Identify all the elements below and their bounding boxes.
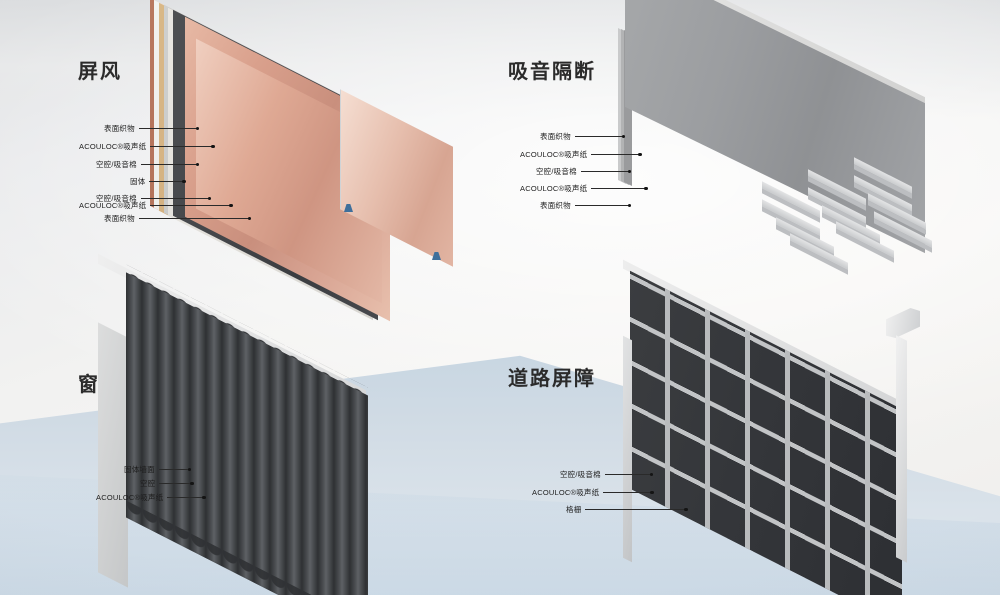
callout-partition-2: ACOULOC®吸声纸 <box>520 149 642 160</box>
barrier-frame-left <box>623 335 632 563</box>
callout-screen-5: 空腔/吸音棉 <box>96 193 212 204</box>
screen-foot-left-icon <box>344 204 353 212</box>
callout-screen-4-dot <box>182 179 186 184</box>
callout-barrier-2-leader <box>603 492 652 493</box>
callout-screen-3-leader <box>140 164 197 165</box>
callout-partition-5-dot <box>627 203 632 208</box>
callout-screen-4: 固体 <box>130 176 186 187</box>
callout-partition-3-leader <box>580 171 629 172</box>
panel-barrier-title: 道路屏障 <box>508 368 596 390</box>
callout-partition-3: 空腔/吸音棉 <box>536 166 632 177</box>
callout-partition-5-leader <box>574 205 629 206</box>
callout-screen-2-dot <box>211 144 215 149</box>
screen-foot-right-icon <box>432 252 441 260</box>
barrier-frame-right <box>896 335 907 563</box>
callout-partition-4-leader <box>591 188 646 189</box>
callout-barrier-3-text: 格栅 <box>566 505 582 514</box>
callout-screen-4-leader <box>149 181 184 182</box>
callout-screen-1-dot <box>195 126 200 131</box>
callout-screen-3: 空腔/吸音棉 <box>96 159 200 170</box>
callout-partition-4-text: ACOULOC®吸声纸 <box>520 184 588 193</box>
callout-barrier-1-dot <box>649 472 654 477</box>
callout-curtain-3: ACOULOC®吸声纸 <box>96 492 206 503</box>
callout-screen-7-dot <box>247 216 252 221</box>
callout-barrier-1-text: 空腔/吸音棉 <box>560 470 601 479</box>
callout-barrier-1: 空腔/吸音棉 <box>560 469 654 480</box>
callout-screen-7-leader <box>138 218 249 219</box>
callout-screen-3-text: 空腔/吸音棉 <box>96 160 137 169</box>
callout-screen-1-leader <box>138 128 197 129</box>
callout-screen-7-text: 表面织物 <box>104 214 135 223</box>
callout-curtain-1: 固体墙面 <box>124 464 192 475</box>
callout-screen-7: 表面织物 <box>104 213 252 224</box>
panel-screen-title: 屏风 <box>78 61 122 83</box>
barrier-grille-lattice <box>630 270 902 595</box>
callout-partition-1-leader <box>574 136 623 137</box>
callout-curtain-2-dot <box>190 481 194 486</box>
callout-screen-2-text: ACOULOC®吸声纸 <box>79 142 147 151</box>
callout-curtain-1-dot <box>187 467 192 472</box>
panel-road-barrier: 道路屏障 <box>480 259 1000 595</box>
callout-screen-5-leader <box>140 198 209 199</box>
callout-partition-1-dot <box>621 134 626 139</box>
callout-partition-3-dot <box>627 169 632 174</box>
callout-barrier-2: ACOULOC®吸声纸 <box>532 487 654 498</box>
callout-curtain-3-dot <box>202 495 206 500</box>
panel-curtain: 窗帘 <box>0 253 480 595</box>
callout-barrier-2-dot <box>650 490 654 495</box>
baffle-array <box>762 152 932 270</box>
callout-curtain-2: 空腔 <box>140 478 194 489</box>
callout-partition-1-text: 表面织物 <box>540 132 571 141</box>
callout-screen-6-leader <box>150 205 231 206</box>
callout-partition-2-dot <box>638 152 642 157</box>
callout-screen-5-dot <box>207 196 212 201</box>
callout-barrier-3-dot <box>684 507 688 512</box>
barrier-top-post <box>886 308 920 338</box>
panel-acoustic-partition: 吸音隔断 <box>480 0 1000 300</box>
callout-screen-6-dot <box>229 203 233 208</box>
callout-partition-1: 表面织物 <box>540 131 626 142</box>
panel-partition-title: 吸音隔断 <box>508 61 596 83</box>
callout-barrier-3-leader <box>585 509 686 510</box>
callout-screen-6-text: ACOULOC®吸声纸 <box>79 201 147 210</box>
callout-partition-4-dot <box>644 186 648 191</box>
callout-screen-1: 表面织物 <box>104 123 200 134</box>
callout-barrier-3: 格栅 <box>566 504 688 515</box>
callout-partition-3-text: 空腔/吸音棉 <box>536 167 577 176</box>
callout-screen-2: ACOULOC®吸声纸 <box>79 141 215 152</box>
callout-curtain-1-leader <box>158 469 189 470</box>
callout-partition-4: ACOULOC®吸声纸 <box>520 183 648 194</box>
callout-screen-6: ACOULOC®吸声纸 <box>79 200 233 211</box>
callout-partition-5: 表面织物 <box>540 200 632 211</box>
callout-screen-4-text: 固体 <box>130 177 146 186</box>
callout-screen-2-leader <box>150 146 213 147</box>
callout-curtain-2-leader <box>159 483 192 484</box>
callout-partition-2-leader <box>591 154 640 155</box>
curtain-pleated-fabric <box>126 272 368 595</box>
callout-partition-5-text: 表面织物 <box>540 201 571 210</box>
callout-partition-2-text: ACOULOC®吸声纸 <box>520 150 588 159</box>
callout-screen-5-text: 空腔/吸音棉 <box>96 194 137 203</box>
callout-curtain-3-leader <box>167 497 204 498</box>
callout-screen-1-text: 表面织物 <box>104 124 135 133</box>
callout-curtain-2-text: 空腔 <box>140 479 156 488</box>
curtain-solid-wall <box>98 322 128 588</box>
callout-barrier-1-leader <box>604 474 651 475</box>
panel-screen: 屏风 <box>0 0 480 322</box>
callout-curtain-1-text: 固体墙面 <box>124 465 155 474</box>
callout-screen-3-dot <box>195 162 200 167</box>
callout-curtain-3-text: ACOULOC®吸声纸 <box>96 493 164 502</box>
callout-barrier-2-text: ACOULOC®吸声纸 <box>532 488 600 497</box>
